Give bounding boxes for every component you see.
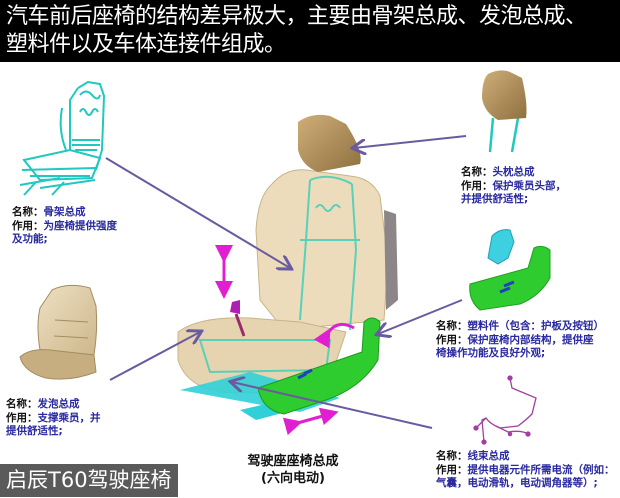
component-role: 保护乘员头部，: [492, 179, 567, 192]
component-role: 支撑乘员，并: [37, 411, 101, 424]
label-frame: 名称：骨架总成 作用：为座椅提供强度 及功能;: [12, 206, 118, 245]
component-name: 头枕总成: [492, 166, 535, 178]
foam-cushion-icon: [19, 284, 98, 380]
component-name: 发泡总成: [37, 398, 80, 410]
assembly-subtitle: (六向电动): [261, 471, 325, 486]
label-harness: 名称：线束总成 作用：提供电器元件所需电流（例如： 气囊，电动滑轨，电动调角器等…: [436, 450, 615, 489]
title-line-2: 塑料件以及车体连接件组成。: [6, 32, 286, 57]
headrest-icon: [482, 70, 527, 153]
label-headrest: 名称：头枕总成 作用：保护乘员头部， 并提供舒适性;: [461, 166, 567, 205]
main-seat-assembly: [177, 114, 398, 436]
component-name: 塑料件（包含：护板及按钮）: [467, 320, 605, 332]
assembly-title: 驾驶座座椅总成: [247, 454, 339, 469]
title-line-1: 汽车前后座椅的结构差异极大，主要由骨架总成、发泡总成、: [6, 4, 587, 29]
plastic-trim-icon: [469, 229, 551, 311]
seat-frame-icon: [19, 80, 106, 196]
component-name: 骨架总成: [43, 206, 86, 218]
label-plastic: 名称：塑料件（包含：护板及按钮） 作用：保护座椅内部结构，提供座 椅操作功能及良…: [436, 320, 605, 359]
component-role: 为座椅提供强度: [43, 219, 118, 232]
leader-lines: [105, 135, 467, 429]
component-role: 提供电器元件所需电流（例如：: [467, 463, 615, 476]
component-name: 线束总成: [467, 450, 510, 462]
wire-harness-icon: [473, 375, 537, 445]
model-badge: 启辰T60驾驶座椅: [0, 464, 178, 497]
label-foam: 名称：发泡总成 作用：支撑乘员，并 提供舒适性;: [6, 398, 101, 437]
component-role: 保护座椅内部结构，提供座: [467, 333, 594, 346]
assembly-caption: 驾驶座座椅总成 (六向电动): [218, 453, 368, 487]
title-banner: 汽车前后座椅的结构差异极大，主要由骨架总成、发泡总成、 塑料件以及车体连接件组成…: [0, 0, 620, 62]
